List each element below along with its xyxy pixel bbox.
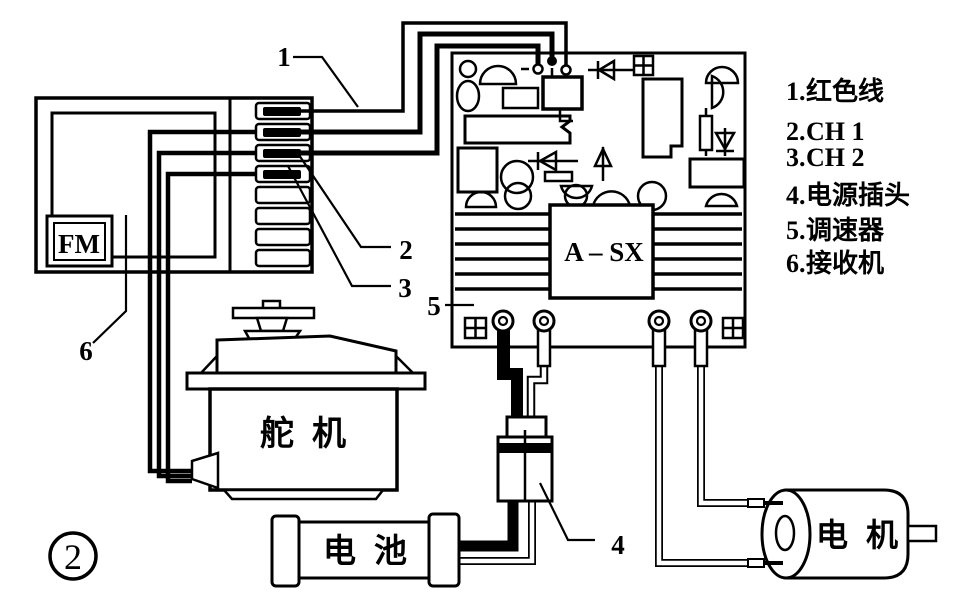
fm-badge: FM bbox=[45, 214, 114, 268]
motor-wire-upper bbox=[697, 356, 756, 507]
battery-label: 电池 bbox=[323, 533, 425, 570]
callout-5: 5 bbox=[427, 291, 441, 321]
legend-num: 6. bbox=[786, 249, 806, 278]
figure-number-circle bbox=[48, 531, 98, 581]
terminal-stem bbox=[693, 328, 709, 368]
board-terminals bbox=[491, 309, 713, 368]
motor-shaft-hole bbox=[774, 514, 796, 552]
receiver: FM bbox=[34, 96, 314, 274]
figure-number: 2 bbox=[64, 537, 82, 577]
legend: 1. 红色线 2. CH 1 3. CH 2 4. 电源插头 5. 调速器 6.… bbox=[786, 76, 910, 278]
callout-6: 6 bbox=[79, 336, 93, 366]
motor-body bbox=[784, 488, 910, 580]
legend-num: 4. bbox=[786, 181, 806, 210]
servo: 舵机 bbox=[185, 299, 427, 501]
motor: 电机 bbox=[747, 488, 938, 580]
callout-2-leader bbox=[298, 154, 391, 249]
servo-cap bbox=[215, 334, 398, 375]
receiver-inner-panel bbox=[50, 111, 217, 259]
servo-foot bbox=[221, 488, 386, 501]
figure-number-badge: 2 bbox=[48, 531, 98, 581]
motor-label: 电机 bbox=[816, 517, 916, 553]
legend-label: 红色线 bbox=[806, 76, 884, 106]
servo-wires bbox=[147, 129, 256, 484]
legend-label: CH 1 bbox=[806, 117, 865, 146]
legend-item-4: 4. 电源插头 bbox=[786, 181, 910, 210]
servo-horn bbox=[231, 306, 316, 320]
callout-3: 3 bbox=[398, 273, 412, 303]
solder-pad bbox=[532, 63, 544, 75]
legend-label: CH 2 bbox=[806, 143, 865, 172]
motor-face bbox=[760, 488, 812, 580]
legend-item-2: 2. CH 1 bbox=[786, 117, 865, 146]
terminal-stem-black bbox=[497, 330, 510, 368]
legend-num: 5. bbox=[786, 216, 806, 245]
red-power-wire bbox=[283, 21, 568, 113]
esc-board-components bbox=[455, 54, 746, 212]
legend-num: 3. bbox=[786, 143, 806, 172]
legend-item-3: 3. CH 2 bbox=[786, 143, 865, 172]
motor-wire-lower bbox=[655, 356, 756, 567]
legend-num: 1. bbox=[786, 77, 806, 106]
plug-battery-black-wire bbox=[460, 498, 519, 552]
heatsink-fins bbox=[455, 212, 742, 291]
legend-item-1: 1. 红色线 bbox=[786, 76, 884, 106]
receiver-board-wires bbox=[283, 21, 572, 156]
legend-num: 2. bbox=[786, 117, 806, 146]
callout-2: 2 bbox=[399, 235, 413, 265]
battery-cap-right bbox=[427, 512, 461, 588]
callout-6-leader bbox=[92, 215, 128, 344]
esc-board: A – SX bbox=[450, 51, 747, 349]
power-wires bbox=[460, 356, 756, 567]
legend-item-5: 5. 调速器 bbox=[786, 216, 885, 245]
esc-chip: A – SX bbox=[548, 203, 655, 300]
callouts: 1 2 3 4 5 6 bbox=[79, 42, 625, 560]
capacitor-block bbox=[541, 75, 584, 111]
ic-chip bbox=[463, 114, 572, 145]
legend-label: 调速器 bbox=[806, 216, 885, 245]
servo-label: 舵机 bbox=[260, 415, 364, 453]
legend-item-6: 6. 接收机 bbox=[786, 249, 884, 278]
battery-cap-left bbox=[270, 514, 301, 588]
solder-pad bbox=[560, 64, 572, 76]
motor-terminal bbox=[747, 498, 765, 508]
servo-body bbox=[208, 387, 399, 492]
signal-wire-ch2 bbox=[283, 43, 541, 156]
power-plug bbox=[496, 415, 554, 503]
servo-flange bbox=[185, 371, 427, 391]
terminal-stem bbox=[651, 328, 667, 368]
legend-label: 电源插头 bbox=[806, 181, 910, 210]
callout-1: 1 bbox=[277, 42, 291, 72]
fm-badge-label: FM bbox=[58, 229, 100, 259]
servo-connector bbox=[190, 451, 220, 490]
battery: 电池 bbox=[270, 512, 461, 588]
esc-board-outline bbox=[450, 51, 747, 349]
callout-4-leader bbox=[539, 482, 595, 542]
terminal-stem bbox=[536, 328, 552, 368]
esc-chip-label: A – SX bbox=[564, 237, 644, 267]
mounting-holes bbox=[463, 316, 745, 340]
motor-terminal bbox=[747, 558, 765, 568]
plug-battery-white-wire bbox=[460, 498, 536, 565]
legend-label: 接收机 bbox=[806, 249, 884, 278]
callout-4: 4 bbox=[611, 530, 625, 560]
callout-1-leader bbox=[293, 55, 359, 108]
signal-wire-ch bbox=[283, 31, 555, 135]
solder-pad bbox=[547, 56, 557, 66]
motor-shaft bbox=[906, 524, 938, 543]
callout-3-leader bbox=[287, 165, 391, 288]
